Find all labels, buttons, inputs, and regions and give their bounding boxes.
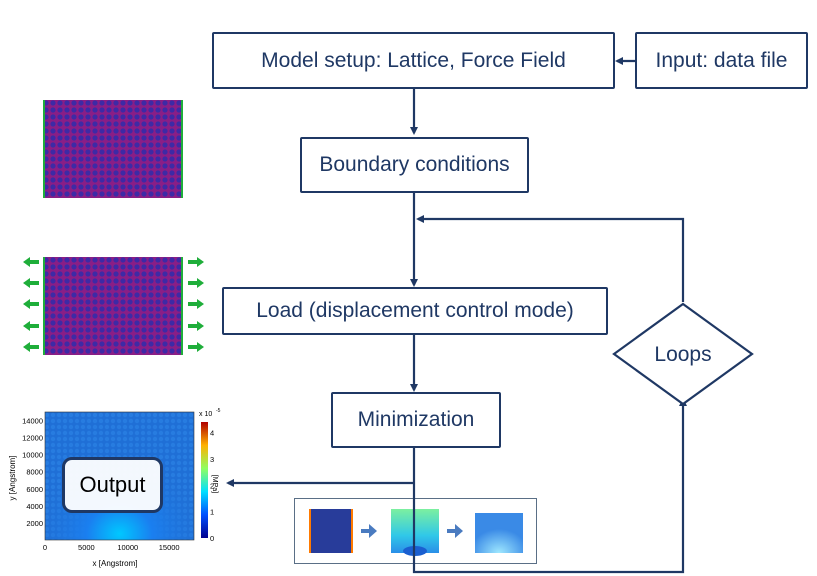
heatmap-x-tick: 5000 <box>78 543 95 552</box>
load-arrow-right-icon <box>188 299 204 309</box>
boundary-edge-right <box>181 100 183 198</box>
heatmap-y-tick: 8000 <box>26 468 43 477</box>
heatmap-y-tick: 6000 <box>26 485 43 494</box>
load-arrow-left-icon <box>23 278 39 288</box>
boundary-conditions-box: Boundary conditions <box>300 137 529 193</box>
loaded-edge-left <box>43 257 45 355</box>
colorbar-tick: 1 <box>210 508 214 517</box>
load-arrow-left-icon <box>23 257 39 267</box>
heatmap-x-tick: 0 <box>43 543 47 552</box>
load-box: Load (displacement control mode) <box>222 287 608 335</box>
minimization-box: Minimization <box>331 392 501 448</box>
load-arrow-left-icon <box>23 321 39 331</box>
heatmap-x-tick: 10000 <box>117 543 138 552</box>
heatmap-y-tick: 10000 <box>22 451 43 460</box>
load-arrow-left-icon <box>23 299 39 309</box>
lattice-image-loaded <box>43 257 183 355</box>
minimization-snapshots <box>294 498 537 564</box>
heatmap-x-label: x [Angstrom] <box>93 559 138 568</box>
loops-decision <box>612 302 754 406</box>
arrow-right-icon <box>447 524 463 538</box>
colorbar-tick: 2 <box>210 481 214 490</box>
colorbar-unit: [MPa] <box>211 475 218 493</box>
arrow-right-icon <box>361 524 377 538</box>
output-label: Output <box>62 457 163 513</box>
input-data-file-box: Input: data file <box>635 32 808 89</box>
colorbar-tick: 0 <box>210 534 214 543</box>
colorbar <box>201 422 208 538</box>
heatmap-y-tick: 12000 <box>22 434 43 443</box>
heatmap-y-tick: 14000 <box>22 417 43 426</box>
heatmap-y-tick: 4000 <box>26 502 43 511</box>
load-arrow-left-icon <box>23 342 39 352</box>
loaded-edge-right <box>181 257 183 355</box>
loops-label: Loops <box>654 343 711 366</box>
load-arrow-right-icon <box>188 278 204 288</box>
load-arrow-right-icon <box>188 342 204 352</box>
colorbar-exponent: x 10 <box>199 411 212 418</box>
colorbar-tick: 4 <box>210 429 214 438</box>
load-arrow-right-icon <box>188 321 204 331</box>
boundary-edge-left <box>43 100 45 198</box>
colorbar-exponent-power: -5 <box>216 408 221 414</box>
heatmap-y-label: y [Angstrom] <box>8 456 17 501</box>
snapshot-initial <box>309 509 353 553</box>
lattice-image-boundary <box>43 100 183 198</box>
snapshot-final <box>475 513 523 553</box>
load-arrow-right-icon <box>188 257 204 267</box>
colorbar-tick: 3 <box>210 455 214 464</box>
heatmap-x-tick: 15000 <box>159 543 180 552</box>
model-setup-box: Model setup: Lattice, Force Field <box>212 32 615 89</box>
heatmap-y-tick: 2000 <box>26 519 43 528</box>
